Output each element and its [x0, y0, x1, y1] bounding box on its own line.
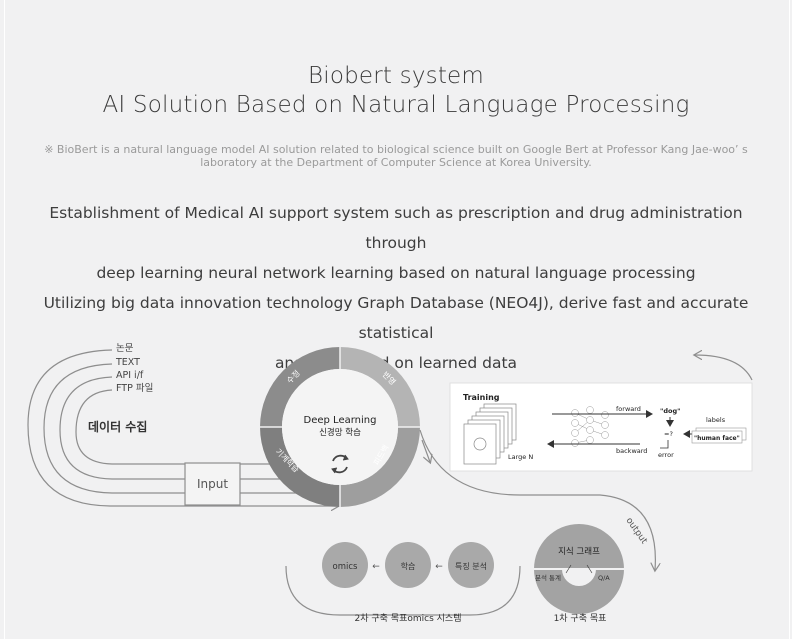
knowledge-right: Q/A: [598, 574, 610, 582]
omics-arrow-1: ←: [372, 562, 380, 572]
page-title: Biobert system: [307, 63, 484, 89]
source-paper: 논문: [116, 343, 134, 354]
ring-output-loop: [419, 429, 655, 570]
ring-exit-arrow: [421, 439, 430, 462]
ring-segment-top-right: [340, 347, 420, 427]
description-line-1: Establishment of Medical AI support syst…: [49, 204, 743, 252]
learning-node: [385, 542, 431, 588]
input-box: [184, 462, 241, 506]
source-line-3: [59, 376, 185, 480]
learning-node-label: 학습: [401, 561, 416, 571]
page-frame: [4, 0, 790, 639]
knowledge-graph-title: 지식 그래프: [558, 547, 600, 557]
input-label: Input: [197, 477, 228, 491]
ring-segment-bottom-right: [340, 427, 420, 507]
error-label: error: [658, 451, 674, 459]
labels-label: labels: [706, 416, 726, 424]
neural-net-icon: [571, 406, 609, 447]
dog-label: "dog": [660, 407, 681, 415]
omics-node: [322, 542, 368, 588]
data-collection-label: 데이터 수집: [88, 419, 147, 434]
description-line-2: deep learning neural network learning ba…: [96, 264, 696, 282]
large-n-label: Large N: [508, 453, 533, 461]
omics-arrow-2: ←: [435, 562, 443, 572]
description-line-3: Utilizing big data innovation technology…: [43, 294, 749, 342]
source-line-4: [75, 389, 185, 465]
human-face-label: "human face": [694, 435, 740, 442]
note-line-2: laboratory at the Department of Computer…: [200, 156, 592, 169]
omics-node-label: omics: [333, 562, 359, 572]
feature-node: [448, 542, 494, 588]
refresh-cycle-icon: [331, 454, 349, 474]
deep-learning-ring: [260, 347, 420, 507]
note-line-1: ※ BioBert is a natural language model AI…: [44, 143, 748, 156]
ring-center-subtitle: 신경망 학습: [319, 427, 361, 438]
page-subtitle: AI Solution Based on Natural Language Pr…: [102, 92, 690, 118]
biobert-note: ※ BioBert is a natural language model AI…: [40, 143, 752, 169]
feedback-arc: [695, 355, 753, 381]
omics-loop: [285, 565, 521, 616]
knowledge-caption: 1차 구축 목표: [554, 612, 607, 624]
ring-segment-top-left: [260, 347, 340, 427]
source-ftp: FTP 파일: [116, 383, 153, 394]
omics-caption: 2차 구축 목표omics 시스템: [355, 612, 462, 624]
labels-stack: [691, 427, 747, 444]
ring-segment-bottom-left: [260, 427, 340, 507]
ring-center-title: Deep Learning: [304, 415, 377, 426]
forward-label: forward: [616, 405, 641, 413]
source-line-2: [43, 363, 185, 494]
knowledge-graph: [534, 524, 624, 614]
feature-node-label: 특징 분석: [455, 561, 487, 571]
training-image-stack: [463, 403, 517, 465]
omics-flow: [322, 542, 494, 588]
source-text: TEXT: [115, 357, 140, 368]
knowledge-left: 분석 통계: [535, 573, 561, 582]
source-api: API i/f: [116, 370, 144, 381]
source-line-1: [27, 349, 338, 506]
output-label: output: [624, 516, 649, 546]
backward-label: backward: [616, 447, 647, 455]
training-title: Training: [463, 393, 500, 402]
ring-center: [282, 369, 398, 485]
compare-label: =?: [664, 430, 673, 438]
